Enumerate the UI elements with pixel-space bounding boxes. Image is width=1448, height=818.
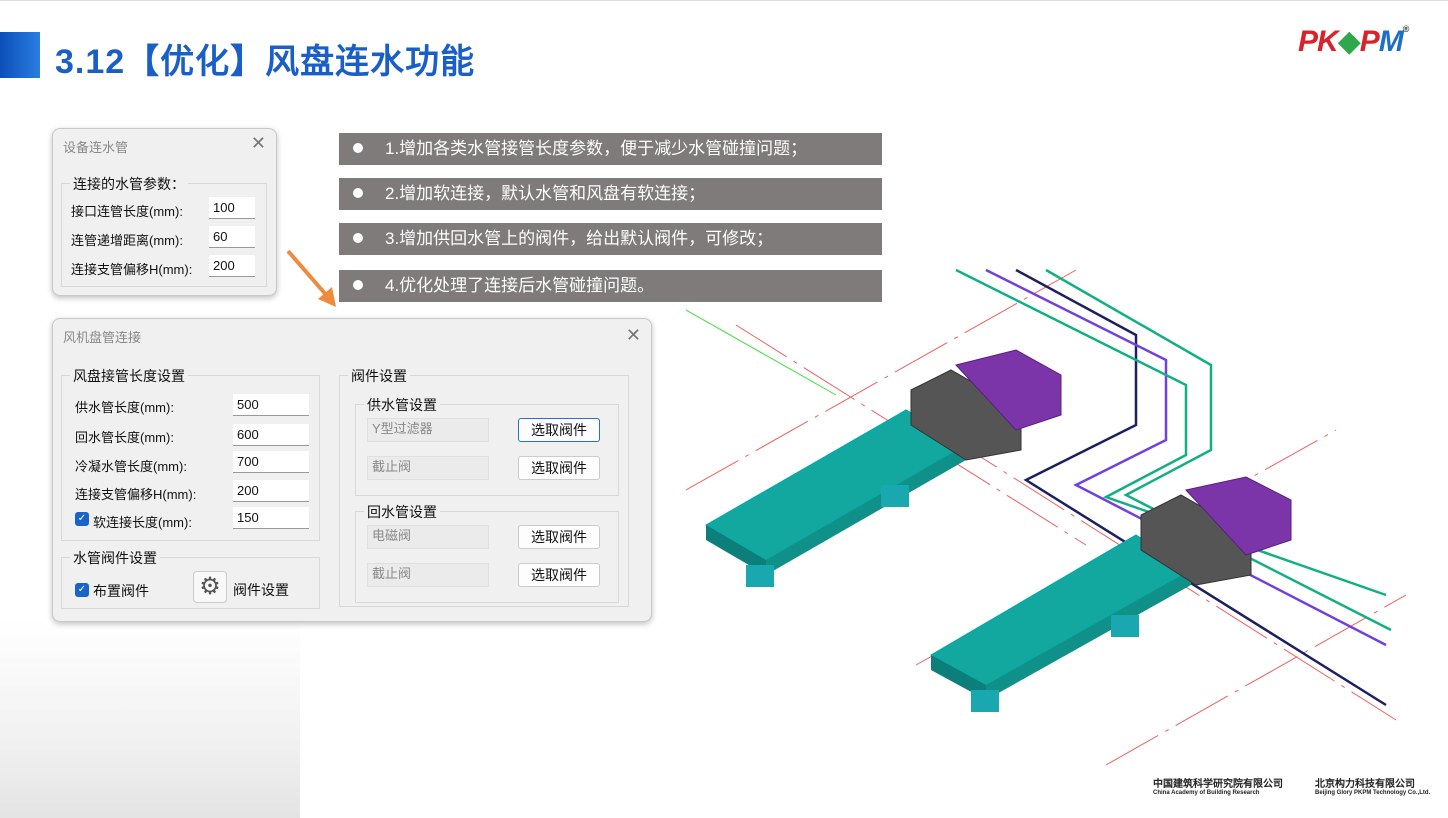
place-valve-checkbox[interactable]: ✓ <box>75 583 89 597</box>
pkpm-logo: PK◆PM® <box>1298 24 1409 58</box>
pipe-increment-input[interactable]: 60 <box>209 226 255 248</box>
group-label: 风盘接管长度设置 <box>70 366 188 386</box>
soft-connect-length-input[interactable]: 150 <box>233 507 309 529</box>
city-background-image <box>0 620 300 818</box>
bullet-4: 4.优化处理了连接后水管碰撞问题。 <box>339 270 882 302</box>
field-label: 软连接长度(mm): <box>93 515 192 530</box>
dialog-title: 风机盘管连接 <box>63 330 142 345</box>
org1-name-cn: 中国建筑科学研究院有限公司 <box>1153 779 1283 790</box>
fan-coil-unit-1 <box>705 349 1062 587</box>
group-label: 供水管设置 <box>364 395 440 415</box>
return-settings-group: 回水管设置 <box>355 502 619 603</box>
condensate-pipe-length-input[interactable]: 700 <box>233 451 309 473</box>
supply-pipe-length-input[interactable]: 500 <box>233 394 309 416</box>
pkpm-company-logo: 北京构力科技有限公司 Beijing Glory PKPM Technology… <box>1315 775 1430 796</box>
return-valve-1-field: 电磁阀 <box>367 525 489 549</box>
close-icon[interactable]: ✕ <box>625 325 641 345</box>
return-pipe-length-input[interactable]: 600 <box>233 424 309 446</box>
return-valve-2-field: 截止阀 <box>367 563 489 587</box>
branch-offset-input[interactable]: 200 <box>233 480 309 502</box>
valve-settings-group: 阀件设置 <box>339 366 629 607</box>
dialog-title: 设备连水管 <box>63 140 129 155</box>
soft-connect-checkbox[interactable]: ✓ <box>75 512 89 526</box>
cabr-logo: 中国建筑科学研究院有限公司 China Academy of Building … <box>1153 775 1283 796</box>
pick-valve-button[interactable]: 选取阀件 <box>518 563 600 587</box>
branch-offset-input[interactable]: 200 <box>209 255 255 277</box>
bullet-1: 1.增加各类水管接管长度参数，便于减少水管碰撞问题； <box>339 133 882 165</box>
supply-settings-group: 供水管设置 <box>355 395 619 496</box>
field-label: 连接支管偏移H(mm): <box>71 262 193 277</box>
bullet-3: 3.增加供回水管上的阀件，给出默认阀件，可修改； <box>339 223 882 255</box>
pick-valve-button[interactable]: 选取阀件 <box>518 418 600 442</box>
valve-group: 水管阀件设置 <box>61 548 320 609</box>
title-accent-bar <box>0 32 40 78</box>
field-label: 冷凝水管长度(mm): <box>75 459 187 474</box>
pick-valve-button[interactable]: 选取阀件 <box>518 456 600 480</box>
field-label: 回水管长度(mm): <box>75 430 174 445</box>
slide-title: 3.12【优化】风盘连水功能 <box>55 43 476 81</box>
supply-valve-1-field: Y型过滤器 <box>367 418 489 442</box>
place-valve-label: 布置阀件 <box>93 583 149 599</box>
valve-settings-button[interactable]: 阀件设置 <box>233 582 289 598</box>
fan-coil-connect-dialog: 风机盘管连接 ✕ 风盘接管长度设置 供水管长度(mm): 500 回水管长度(m… <box>52 318 652 622</box>
org2-name-cn: 北京构力科技有限公司 <box>1315 779 1415 790</box>
pipe-connect-dialog: 设备连水管 ✕ 连接的水管参数： 接口连管长度(mm): 100 连管递增距离(… <box>52 128 277 296</box>
length-settings-group: 风盘接管长度设置 <box>61 366 320 541</box>
close-icon[interactable]: ✕ <box>250 133 266 153</box>
group-label: 阀件设置 <box>348 366 410 386</box>
interface-pipe-length-input[interactable]: 100 <box>209 197 255 219</box>
arrow-icon <box>286 249 336 307</box>
green-axis-line <box>686 309 837 396</box>
org1-name-en: China Academy of Building Research <box>1153 790 1260 796</box>
fan-coil-3d-render <box>686 268 1406 766</box>
pick-valve-button[interactable]: 选取阀件 <box>518 525 600 549</box>
water-pipe-params-group: 连接的水管参数： <box>61 174 267 287</box>
supply-valve-2-field: 截止阀 <box>367 456 489 480</box>
field-label: 连接支管偏移H(mm): <box>75 487 197 502</box>
group-label: 连接的水管参数： <box>70 174 188 194</box>
org2-name-en: Beijing Glory PKPM Technology Co.,Ltd. <box>1315 790 1431 796</box>
group-label: 水管阀件设置 <box>70 548 160 568</box>
group-label: 回水管设置 <box>364 502 440 522</box>
field-label: 连管递增距离(mm): <box>71 233 183 248</box>
gear-icon[interactable]: ⚙ <box>193 571 227 603</box>
field-label: 接口连管长度(mm): <box>71 204 183 219</box>
top-divider <box>0 0 1448 1</box>
bullet-2: 2.增加软连接，默认水管和风盘有软连接； <box>339 178 882 210</box>
fan-coil-unit-2 <box>929 476 1292 712</box>
field-label: 供水管长度(mm): <box>75 400 174 415</box>
